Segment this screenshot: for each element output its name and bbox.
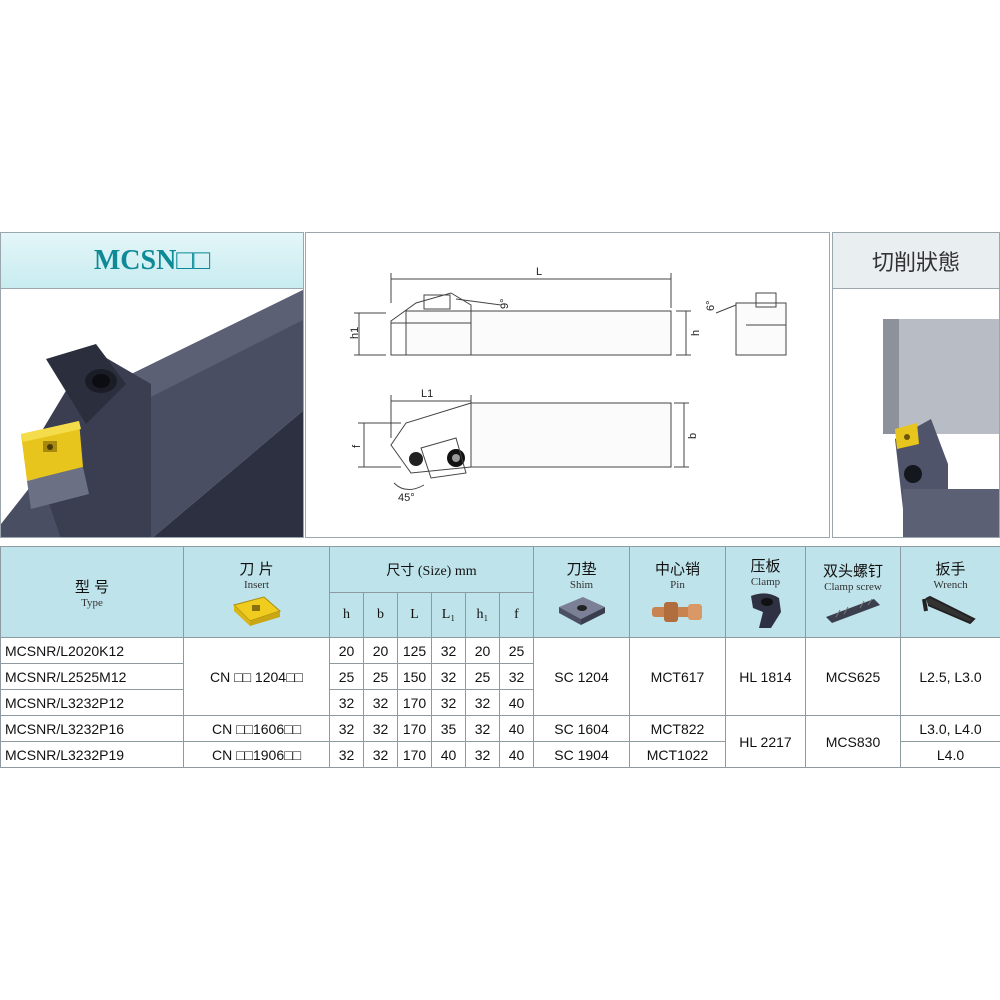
insert-1606: CN □□1606□□ [183, 715, 330, 742]
cutting-state-illustration [883, 319, 999, 537]
wrench-a: L2.5, L3.0 [900, 637, 1000, 716]
tool-holder-illustration [1, 289, 303, 537]
cutting-state-title: 切削狀態 [833, 233, 999, 289]
dim-45-angle: 45° [398, 492, 415, 504]
dim-b-label: b [687, 433, 699, 439]
dim-L1-header: L₁ [431, 592, 466, 638]
dim-L1-label: L1 [421, 388, 433, 400]
tool-image-panel: MCSN□□ [0, 232, 304, 538]
screw-icon [826, 598, 880, 623]
clamp-1814: HL 1814 [725, 637, 806, 716]
dim-h-label: h [690, 330, 702, 336]
dimension-drawing-panel: L h1 h 9° 6° L1 f b 45° [305, 232, 830, 538]
dim-L-header: L [397, 592, 432, 638]
dim-6-angle: 6° [705, 300, 717, 311]
dim-f-label: f [351, 444, 363, 448]
wrench-c: L4.0 [900, 741, 1000, 768]
wrench-icon [921, 595, 976, 624]
shim-icon [558, 596, 605, 625]
shim-1204: SC 1204 [533, 637, 630, 716]
dim-9-angle: 9° [499, 298, 511, 309]
clamp-icon [750, 592, 781, 628]
product-title: MCSN□□ [1, 233, 303, 289]
screw-830: MCS830 [805, 715, 901, 768]
insert-1204: CN □□ 1204□□ [183, 637, 330, 716]
dim-h1-label: h1 [349, 327, 361, 339]
size-header: 尺寸 (Size) mm [329, 546, 534, 593]
insert-icon [232, 595, 281, 626]
wrench-b: L3.0, L4.0 [900, 715, 1000, 742]
dim-h-header: h [329, 592, 364, 638]
dim-f-header: f [499, 592, 534, 638]
screw-625: MCS625 [805, 637, 901, 716]
dim-L-label: L [536, 266, 542, 278]
pin-icon [651, 601, 702, 622]
shim-1904: SC 1904 [533, 741, 630, 768]
dim-h1-header: h₁ [465, 592, 500, 638]
cutting-state-panel: 切削狀態 [832, 232, 1000, 538]
dim-b-header: b [363, 592, 398, 638]
pin-617: MCT617 [629, 637, 726, 716]
shim-1604: SC 1604 [533, 715, 630, 742]
clamp-2217: HL 2217 [725, 715, 806, 768]
insert-1906: CN □□1906□□ [183, 741, 330, 768]
pin-1022: MCT1022 [629, 741, 726, 768]
pin-822: MCT822 [629, 715, 726, 742]
technical-drawing: L h1 h 9° 6° L1 f b 45° [349, 266, 787, 504]
